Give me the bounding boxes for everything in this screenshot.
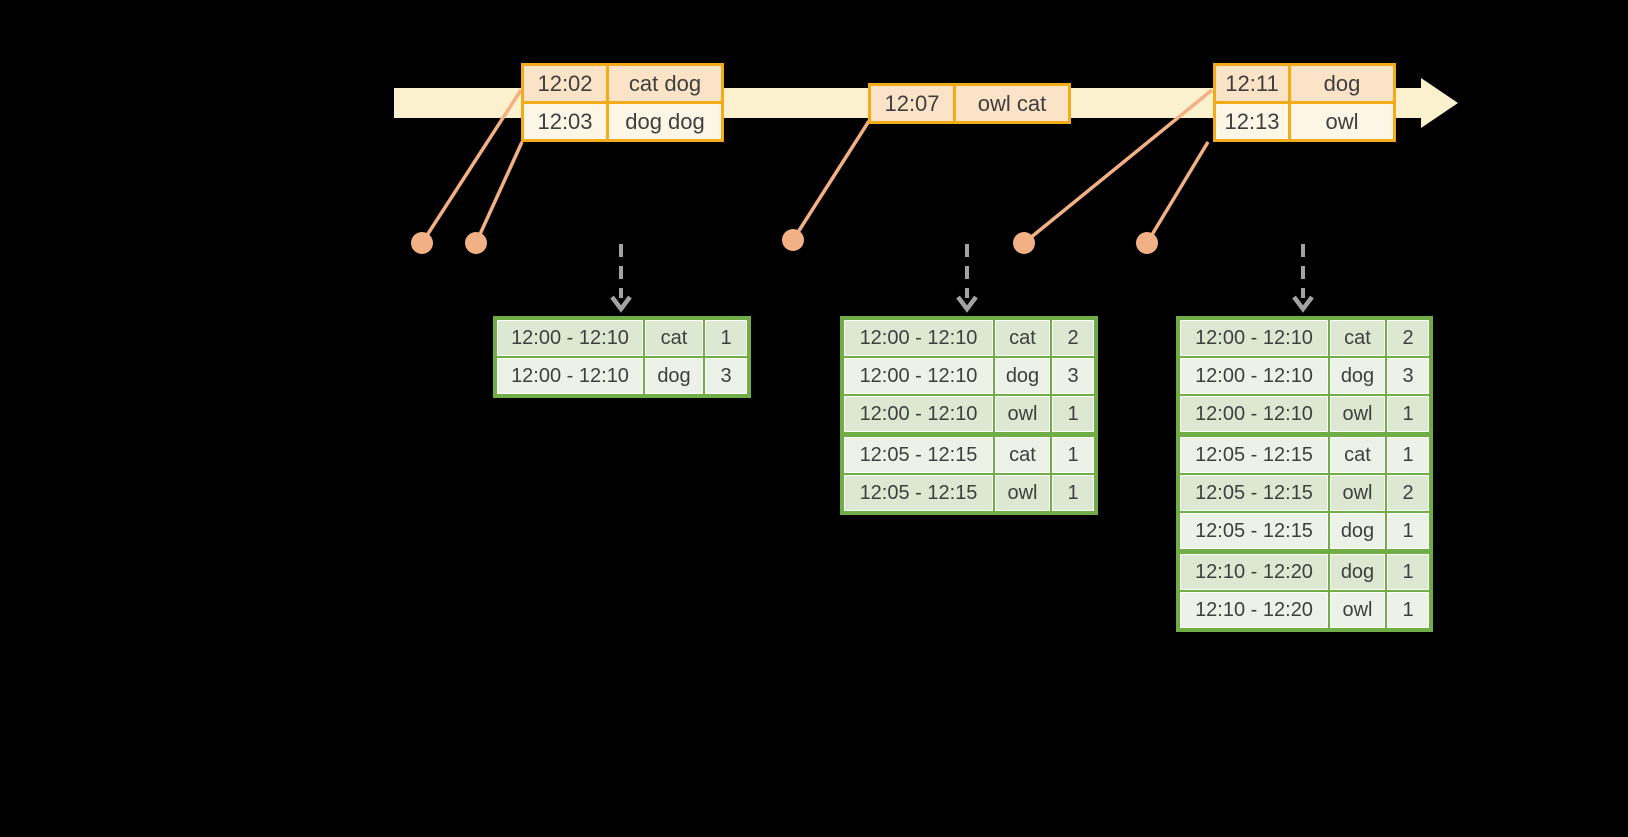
trigger-arrow-icon <box>1292 244 1314 313</box>
event-time: 12:03 <box>524 104 606 139</box>
result-table-2: 12:00 - 12:10 cat 2 12:00 - 12:10 dog 3 … <box>840 316 1098 515</box>
event-words: dog dog <box>609 104 721 139</box>
event-table-3: 12:11 dog 12:13 owl <box>1213 63 1396 142</box>
result-row: 12:00 - 12:10 cat 2 <box>1180 320 1429 356</box>
word-cell: dog <box>645 358 703 394</box>
result-row: 12:10 - 12:20 dog 1 <box>1180 554 1429 590</box>
trigger-arrow-icon <box>956 244 978 313</box>
count-cell: 3 <box>705 358 747 394</box>
event-table-2: 12:07 owl cat <box>868 83 1071 124</box>
window-cell: 12:00 - 12:10 <box>497 358 643 394</box>
result-table-1: 12:00 - 12:10 cat 1 12:00 - 12:10 dog 3 <box>493 316 751 398</box>
event-dot <box>465 232 487 254</box>
word-cell: cat <box>645 320 703 356</box>
count-cell: 2 <box>1387 475 1429 511</box>
word-cell: dog <box>1330 358 1385 394</box>
window-cell: 12:00 - 12:10 <box>844 320 993 356</box>
event-table-1: 12:02 cat dog 12:03 dog dog <box>521 63 724 142</box>
window-cell: 12:10 - 12:20 <box>1180 554 1328 590</box>
window-cell: 12:05 - 12:15 <box>844 475 993 511</box>
window-cell: 12:10 - 12:20 <box>1180 592 1328 628</box>
count-cell: 1 <box>1387 592 1429 628</box>
result-row: 12:05 - 12:15 owl 1 <box>844 475 1094 511</box>
event-time: 12:11 <box>1216 66 1288 101</box>
count-cell: 3 <box>1387 358 1429 394</box>
event-words: dog <box>1291 66 1393 101</box>
word-cell: owl <box>1330 592 1385 628</box>
count-cell: 1 <box>1052 437 1094 473</box>
count-cell: 2 <box>1387 320 1429 356</box>
count-cell: 1 <box>1387 396 1429 432</box>
window-cell: 12:05 - 12:15 <box>1180 475 1328 511</box>
event-time-axis-arrowhead-icon <box>1421 78 1458 128</box>
event-dot <box>1013 232 1035 254</box>
window-cell: 12:00 - 12:10 <box>497 320 643 356</box>
result-row: 12:00 - 12:10 dog 3 <box>497 358 747 394</box>
word-cell: owl <box>1330 396 1385 432</box>
result-row: 12:00 - 12:10 owl 1 <box>1180 396 1429 432</box>
result-row: 12:00 - 12:10 cat 1 <box>497 320 747 356</box>
word-cell: cat <box>995 437 1050 473</box>
word-cell: owl <box>1330 475 1385 511</box>
word-cell: owl <box>995 396 1050 432</box>
count-cell: 1 <box>1052 475 1094 511</box>
event-time: 12:07 <box>871 86 953 121</box>
result-row: 12:10 - 12:20 owl 1 <box>1180 592 1429 628</box>
count-cell: 3 <box>1052 358 1094 394</box>
event-dot <box>411 232 433 254</box>
window-cell: 12:00 - 12:10 <box>1180 358 1328 394</box>
result-row: 12:05 - 12:15 owl 2 <box>1180 475 1429 511</box>
word-cell: dog <box>1330 554 1385 590</box>
word-cell: cat <box>995 320 1050 356</box>
event-words: cat dog <box>609 66 721 101</box>
result-row: 12:05 - 12:15 dog 1 <box>1180 513 1429 549</box>
event-connector-line <box>1145 141 1210 244</box>
window-cell: 12:05 - 12:15 <box>1180 513 1328 549</box>
event-connector-line <box>474 141 524 244</box>
event-words: owl cat <box>956 86 1068 121</box>
event-words: owl <box>1291 104 1393 139</box>
window-cell: 12:00 - 12:10 <box>844 396 993 432</box>
result-row: 12:05 - 12:15 cat 1 <box>1180 437 1429 473</box>
word-cell: cat <box>1330 437 1385 473</box>
window-cell: 12:05 - 12:15 <box>844 437 993 473</box>
count-cell: 2 <box>1052 320 1094 356</box>
word-cell: dog <box>995 358 1050 394</box>
window-cell: 12:05 - 12:15 <box>1180 437 1328 473</box>
trigger-arrow-icon <box>610 244 632 313</box>
event-time: 12:13 <box>1216 104 1288 139</box>
count-cell: 1 <box>1387 513 1429 549</box>
result-row: 12:00 - 12:10 dog 3 <box>1180 358 1429 394</box>
result-row: 12:00 - 12:10 cat 2 <box>844 320 1094 356</box>
word-cell: dog <box>1330 513 1385 549</box>
event-connector-line <box>1022 88 1214 245</box>
word-cell: cat <box>1330 320 1385 356</box>
window-cell: 12:00 - 12:10 <box>1180 396 1328 432</box>
count-cell: 1 <box>705 320 747 356</box>
result-table-3: 12:00 - 12:10 cat 2 12:00 - 12:10 dog 3 … <box>1176 316 1433 632</box>
event-dot <box>1136 232 1158 254</box>
window-cell: 12:00 - 12:10 <box>844 358 993 394</box>
result-row: 12:00 - 12:10 dog 3 <box>844 358 1094 394</box>
event-dot <box>782 229 804 251</box>
count-cell: 1 <box>1387 554 1429 590</box>
count-cell: 1 <box>1052 396 1094 432</box>
result-row: 12:05 - 12:15 cat 1 <box>844 437 1094 473</box>
event-connector-line <box>420 89 523 244</box>
result-row: 12:00 - 12:10 owl 1 <box>844 396 1094 432</box>
word-cell: owl <box>995 475 1050 511</box>
event-connector-line <box>791 120 871 241</box>
count-cell: 1 <box>1387 437 1429 473</box>
window-cell: 12:00 - 12:10 <box>1180 320 1328 356</box>
event-time: 12:02 <box>524 66 606 101</box>
